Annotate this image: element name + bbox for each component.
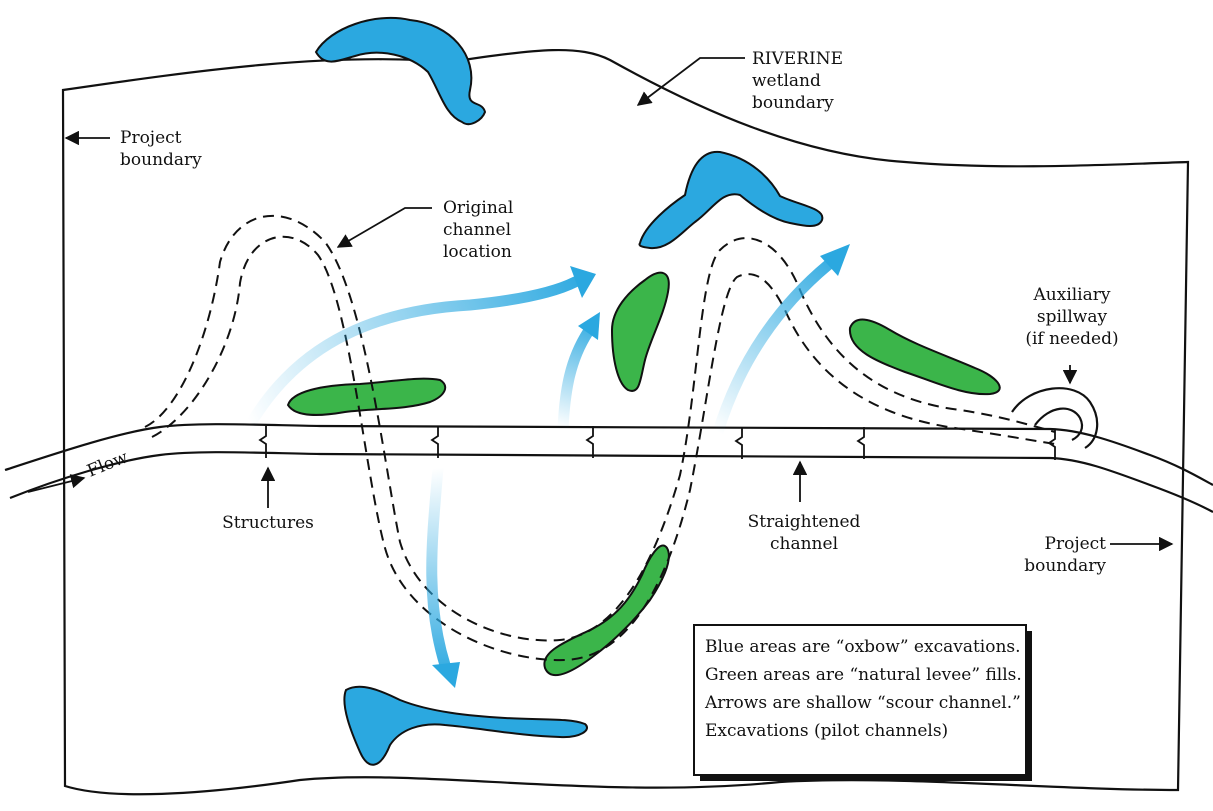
structure-2 [430, 426, 439, 458]
riverine-leader [636, 57, 745, 106]
legend-box: Blue areas are “oxbow” excavations. Gree… [693, 624, 1032, 781]
legend-line-2: Green areas are “natural levee” fills. [705, 665, 1022, 685]
project-boundary-right-line1: Project [1045, 534, 1107, 554]
structure-5 [856, 427, 865, 459]
original-channel-label-line1: Original [443, 198, 513, 218]
leader-lines [27, 57, 1174, 552]
original-channel-location [144, 215, 1056, 662]
structure-1 [258, 426, 267, 458]
structure-3 [585, 426, 594, 458]
project-boundary-left-line1: Project [120, 128, 182, 148]
levee-fill-left [286, 377, 447, 417]
riverine-label-line1: RIVERINE [752, 49, 843, 69]
auxiliary-spillway-label-line3: (if needed) [1025, 329, 1118, 349]
riverine-label-line2: wetland [752, 71, 821, 91]
structures-label: Structures [222, 513, 314, 533]
original-channel-leader [336, 207, 432, 248]
flow-label: Flow [84, 447, 131, 481]
legend-line-3: Arrows are shallow “scour channel.” [704, 693, 1021, 713]
oxbow-excavation-top [314, 16, 487, 126]
oxbow-excavation-bottom [343, 685, 588, 766]
levee-fill-bottom [543, 544, 670, 677]
structure-6 [1047, 429, 1056, 460]
auxiliary-spillway-label-line1: Auxiliary [1033, 285, 1111, 305]
scour-arrow-1 [244, 276, 581, 431]
legend-line-1: Blue areas are “oxbow” excavations. [705, 637, 1021, 657]
scour-arrow-2 [557, 326, 594, 434]
project-boundary-left-line2: boundary [120, 150, 202, 170]
project-boundary-right-line2: boundary [1024, 556, 1106, 576]
legend-line-4: Excavations (pilot channels) [705, 721, 948, 741]
structure-4 [734, 427, 743, 459]
levee-fill-right [848, 318, 1001, 396]
scour-channel-arrows [244, 244, 850, 688]
flow-leader [27, 474, 86, 493]
auxiliary-spillway-label-line2: spillway [1037, 307, 1108, 327]
straightened-channel-label-line1: Straightened [748, 512, 861, 532]
original-channel-label-line3: location [443, 242, 512, 262]
auxiliary-spillway [1011, 387, 1099, 449]
oxbow-excavation-upper-right [638, 150, 824, 250]
original-channel-label-line2: channel [443, 220, 511, 240]
levee-fill-center [610, 271, 670, 392]
scour-arrow-4 [426, 462, 451, 671]
channel-structures [258, 426, 1056, 460]
straightened-channel-label-line2: channel [770, 534, 838, 554]
scour-arrow-3 [712, 259, 834, 438]
straightened-channel [4, 423, 1213, 513]
riverine-label-line3: boundary [752, 93, 834, 113]
